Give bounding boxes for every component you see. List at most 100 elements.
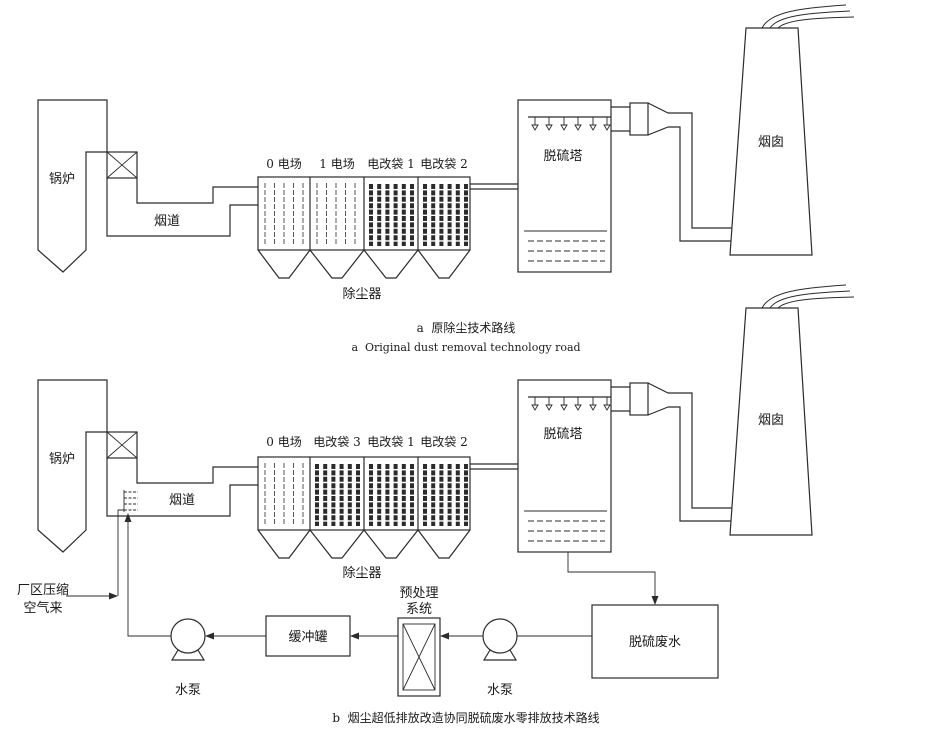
desulfurization-tower: 脱硫塔: [517, 99, 612, 273]
precipitator-label: 除尘器: [342, 566, 381, 581]
pump-left: 水泵: [170, 618, 206, 698]
tower-details: [524, 117, 611, 262]
compressed-air-line: [117, 509, 124, 596]
flue-spray-nozzle: [123, 490, 138, 512]
diagram-a-original-route: 锅炉 烟道 0 电场 1 电场 电改袋 1 电改袋 2 除尘器 脱硫塔: [37, 4, 855, 354]
flue-upper-wall: [136, 458, 258, 484]
wastewater-box: [591, 604, 719, 679]
spray-nozzle: [560, 117, 568, 131]
ash-hopper: [417, 529, 471, 559]
pump-right: 水泵: [482, 618, 518, 698]
ash-hopper: [417, 249, 471, 279]
precipitator-outlet-duct: [470, 463, 518, 470]
chimney-duct-inner: [668, 126, 731, 242]
chimney-label: 烟囱: [758, 413, 784, 428]
spray-nozzle: [589, 117, 597, 131]
flue-duct: 烟道: [106, 458, 258, 517]
dust-precipitator: 0 电场 电改袋 3 电改袋 1 电改袋 2 除尘器: [257, 435, 471, 581]
section-label: 电改袋 3: [313, 435, 360, 449]
spray-nozzle: [560, 397, 568, 411]
precipitator-internals: [257, 463, 471, 559]
boiler-label: 锅炉: [49, 451, 75, 467]
boiler-outline: [37, 99, 108, 273]
section-label: 电改袋 1: [367, 157, 414, 171]
tower-body: [517, 99, 612, 273]
pretreatment-cross: [402, 623, 436, 691]
wastewater-drain-line: [567, 552, 659, 605]
pretreatment-system: 预处理 系统: [397, 586, 441, 697]
spray-nozzle: [531, 117, 539, 131]
section-dividers: [309, 177, 419, 250]
section-label: 电改袋 1: [367, 435, 414, 449]
buffer-tank-label: 缓冲罐: [288, 630, 327, 645]
precipitator-internals: [257, 183, 471, 279]
smoke-line: [777, 16, 855, 29]
chimney-label: 烟囱: [758, 135, 784, 150]
chimney: 烟囱: [729, 284, 855, 536]
spray-nozzle: [531, 397, 539, 411]
boiler: 锅炉: [37, 99, 138, 273]
boiler-label: 锅炉: [49, 171, 75, 187]
ash-hopper: [309, 249, 365, 279]
tower-label: 脱硫塔: [543, 149, 582, 164]
ash-hopper: [363, 529, 419, 559]
spray-nozzle: [603, 117, 611, 131]
outlet-damper-box: [629, 382, 649, 416]
smoke-line: [769, 290, 851, 309]
spray-nozzle: [574, 397, 582, 411]
section-label: 电改袋 2: [420, 157, 467, 171]
diagram-b-main-train: 锅炉 烟道 0 电场 电改袋 3 电改袋 1 电改袋 2 除尘器: [37, 284, 855, 581]
spray-nozzle: [545, 117, 553, 131]
pump-casing: [170, 618, 206, 654]
pump-label: 水泵: [487, 683, 513, 698]
outlet-pipe: [611, 386, 630, 412]
outlet-reducer: [647, 382, 669, 416]
caption-en: a Original dust removal technology road: [351, 341, 580, 354]
air-preheater-cross: [106, 431, 138, 459]
pretreatment-box: [397, 617, 441, 697]
pump-base: [170, 649, 206, 661]
outlet-damper-box: [629, 102, 649, 136]
tower-label: 脱硫塔: [543, 427, 582, 442]
section-label: 电改袋 2: [420, 435, 467, 449]
nozzle-jets: [124, 491, 138, 511]
section-label: 0 电场: [266, 157, 301, 171]
flue-label: 烟道: [154, 214, 180, 229]
pretreatment-label: 预处理: [399, 586, 438, 601]
chimney-duct-outer: [668, 112, 732, 229]
flue-lower-wall: [106, 484, 258, 517]
caption-cn: a 原除尘技术路线: [417, 320, 516, 335]
flue-lower-wall: [106, 204, 258, 237]
precipitator-label: 除尘器: [342, 287, 381, 302]
pump-base: [482, 649, 518, 661]
ash-hopper: [309, 529, 365, 559]
smoke-line: [761, 4, 847, 29]
chimney-body: [729, 27, 813, 256]
air-preheater-box: [106, 151, 138, 179]
pump-label: 水泵: [175, 683, 201, 698]
tower-outlet-duct: [611, 102, 732, 242]
spray-nozzle: [574, 117, 582, 131]
spray-nozzle: [589, 397, 597, 411]
wastewater-label: 脱硫废水: [629, 634, 681, 650]
boiler-outline: [37, 379, 108, 553]
chimney-duct-inner: [668, 406, 731, 522]
dust-precipitator: 0 电场 1 电场 电改袋 1 电改袋 2 除尘器: [257, 157, 471, 302]
chimney-body: [729, 307, 813, 536]
flue-label: 烟道: [169, 493, 195, 508]
ash-hopper: [363, 249, 419, 279]
outlet-pipe: [611, 106, 630, 132]
spray-nozzle: [545, 397, 553, 411]
pump-to-flue-return-line: [124, 513, 171, 637]
flue-upper-wall: [136, 178, 258, 204]
ash-hopper: [257, 529, 311, 559]
air-preheater-box: [106, 431, 138, 459]
boiler: 锅炉: [37, 379, 138, 553]
section-label: 1 电场: [319, 157, 354, 171]
pretreatment-label: 系统: [406, 602, 432, 617]
caption: b 烟尘超低排放改造协同脱硫废水零排放技术路线: [332, 710, 599, 725]
tower-body: [517, 379, 612, 553]
air-preheater-cross: [106, 151, 138, 179]
spray-nozzle: [603, 397, 611, 411]
